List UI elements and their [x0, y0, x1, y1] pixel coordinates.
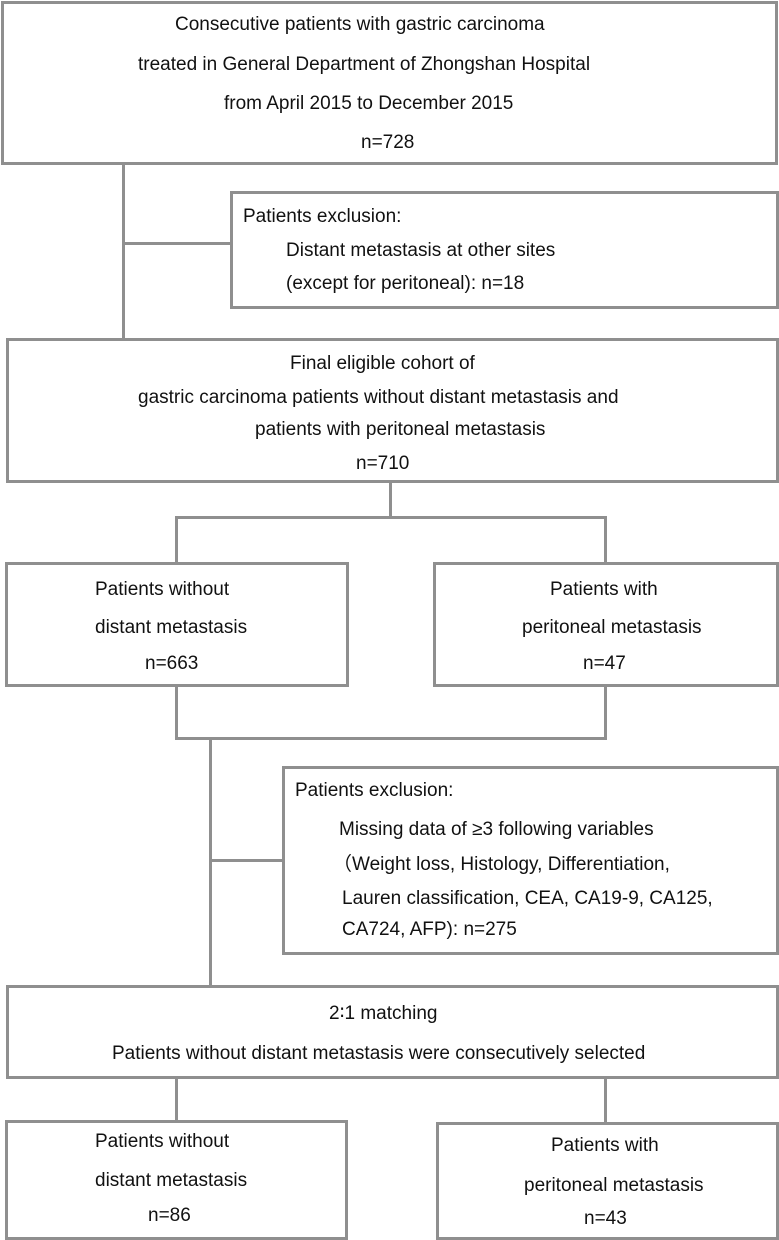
with-count: n=47: [583, 653, 626, 674]
without-count: n=663: [145, 653, 199, 674]
connector-to-exclusion-1: [122, 242, 232, 245]
with-line-2: peritoneal metastasis: [522, 617, 702, 638]
without-metastasis-box: Patients without distant metastasis n=66…: [5, 562, 349, 687]
connector-split-right: [604, 516, 607, 564]
cohort-count: n=710: [356, 453, 410, 474]
exclusion-box-2: Patients exclusion: Missing data of ≥3 f…: [282, 766, 779, 955]
with-metastasis-box: Patients with peritoneal metastasis n=47: [433, 562, 779, 687]
connector-to-exclusion-2: [209, 859, 284, 862]
connector-merge-left: [175, 685, 178, 740]
start-line-2: treated in General Department of Zhongsh…: [138, 54, 591, 75]
matching-line-2: Patients without distant metastasis were…: [112, 1043, 646, 1064]
exclusion-2-line-3: Lauren classification, CEA, CA19-9, CA12…: [342, 888, 713, 909]
final-with-count: n=43: [584, 1208, 627, 1229]
connector-matching-left: [175, 1077, 178, 1122]
cohort-box: Final eligible cohort of gastric carcino…: [6, 338, 779, 483]
final-without-line-1: Patients without: [95, 1131, 230, 1152]
start-line-1: Consecutive patients with gastric carcin…: [175, 14, 545, 35]
start-box: Consecutive patients with gastric carcin…: [1, 1, 778, 165]
connector-merge-to-matching: [209, 737, 212, 987]
cohort-line-2: gastric carcinoma patients without dista…: [138, 387, 619, 408]
connector-merge-bar: [175, 737, 607, 740]
final-with-line-2: peritoneal metastasis: [524, 1175, 704, 1196]
connector-split-left: [175, 516, 178, 564]
exclusion-1-line-1: Distant metastasis at other sites: [286, 240, 556, 261]
exclusion-2-title: Patients exclusion:: [295, 780, 454, 801]
final-with-line-1: Patients with: [551, 1135, 659, 1156]
exclusion-2-line-4: CA724, AFP): n=275: [342, 919, 517, 940]
connector-matching-right: [604, 1077, 607, 1122]
cohort-line-1: Final eligible cohort of: [290, 353, 475, 374]
matching-box: 2∶1 matching Patients without distant me…: [6, 985, 779, 1079]
final-without-count: n=86: [148, 1205, 191, 1226]
connector-merge-right: [604, 685, 607, 740]
start-count: n=728: [361, 132, 415, 153]
final-without-line-2: distant metastasis: [95, 1170, 248, 1191]
exclusion-box-1: Patients exclusion: Distant metastasis a…: [230, 191, 779, 309]
without-line-2: distant metastasis: [95, 617, 248, 638]
connector-cohort-down: [389, 480, 392, 518]
exclusion-2-line-2: （Weight loss, Histology, Differentiation…: [333, 854, 670, 875]
exclusion-1-line-2: (except for peritoneal): n=18: [286, 273, 525, 294]
exclusion-2-line-1: Missing data of ≥3 following variables: [339, 819, 654, 840]
exclusion-1-title: Patients exclusion:: [243, 206, 402, 227]
start-line-3: from April 2015 to December 2015: [224, 93, 514, 114]
connector-start-to-cohort: [122, 163, 125, 341]
final-without-box: Patients without distant metastasis n=86: [5, 1120, 348, 1240]
cohort-line-3: patients with peritoneal metastasis: [255, 419, 546, 440]
without-line-1: Patients without: [95, 579, 230, 600]
final-with-box: Patients with peritoneal metastasis n=43: [436, 1122, 779, 1240]
matching-line-1: 2∶1 matching: [329, 1003, 438, 1024]
connector-split-bar: [175, 516, 607, 519]
with-line-1: Patients with: [550, 579, 658, 600]
